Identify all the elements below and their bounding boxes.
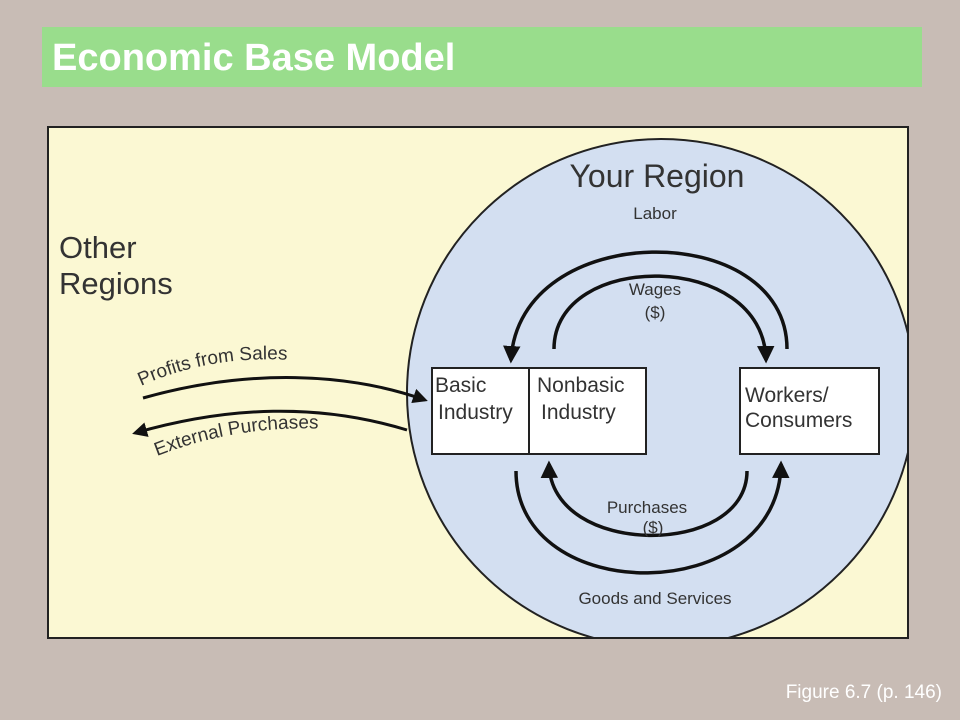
other-regions-label-line2: Regions (59, 266, 173, 301)
labor-label: Labor (633, 204, 677, 223)
figure-panel: Your Region Other Regions Basic Industry… (47, 126, 909, 639)
wages-arrow (552, 274, 775, 364)
purchases-label-line2: ($) (643, 518, 664, 537)
goods-services-label: Goods and Services (578, 589, 731, 608)
workers-consumers-label-line1: Workers/ (745, 384, 829, 407)
external-purchases-arrow (132, 409, 408, 437)
labor-arrow (503, 250, 789, 364)
nonbasic-industry-label-line2: Industry (541, 401, 616, 424)
other-regions-label-line1: Other (59, 230, 137, 265)
wages-label-line1: Wages (629, 280, 681, 299)
goods-services-arrow (514, 460, 790, 575)
nonbasic-industry-box (528, 367, 647, 455)
economic-base-diagram: Your Region Other Regions Basic Industry… (59, 138, 907, 637)
basic-industry-label-line1: Basic (435, 374, 486, 397)
purchases-arrow (540, 460, 749, 538)
slide-title: Economic Base Model (52, 37, 456, 79)
basic-industry-box (431, 367, 530, 455)
basic-industry-label-line2: Industry (438, 401, 513, 424)
nonbasic-industry-label-line1: Nonbasic (537, 374, 625, 397)
region-label: Your Region (570, 158, 745, 194)
wages-label-line2: ($) (645, 303, 666, 322)
figure-caption: Figure 6.7 (p. 146) (785, 682, 942, 703)
title-bar: Economic Base Model (42, 27, 922, 87)
workers-consumers-label-line2: Consumers (745, 409, 852, 432)
workers-consumers-box (739, 367, 880, 455)
external-purchases-label: External Purchases (151, 412, 318, 460)
purchases-label-line1: Purchases (607, 498, 687, 517)
profits-from-sales-arrow (142, 376, 428, 404)
